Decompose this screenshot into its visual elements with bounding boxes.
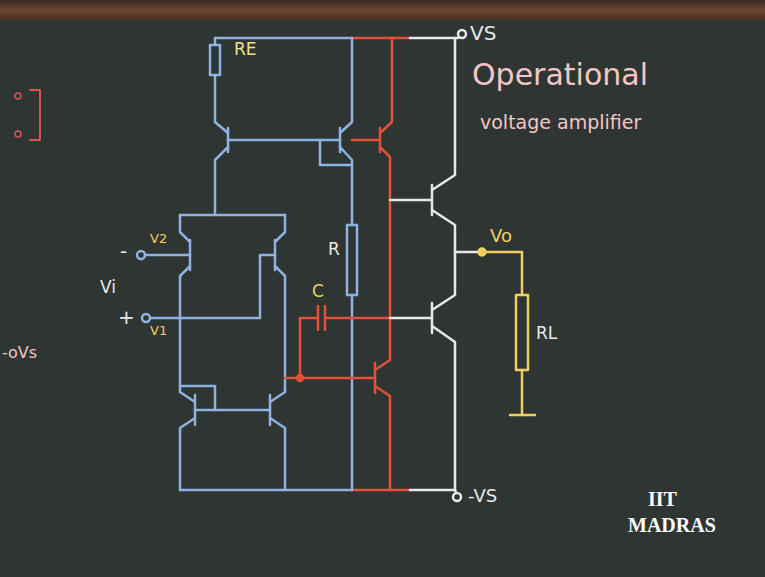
gain-stage <box>285 38 392 490</box>
bracket <box>30 90 40 140</box>
supply-rails <box>180 30 466 501</box>
signal-label: -oVs <box>2 344 37 362</box>
component-label: RE <box>234 40 257 59</box>
watermark: MADRAS <box>628 514 716 536</box>
signal-label: V1 <box>150 324 167 338</box>
output-stage <box>390 38 480 490</box>
supply-label: -VS <box>468 486 497 506</box>
node-dot <box>15 131 21 137</box>
chalk-tray <box>0 0 765 20</box>
polarity-sign: - <box>120 240 127 262</box>
component-label: R <box>328 240 340 259</box>
node-dot <box>15 93 21 99</box>
load-resistor <box>479 249 536 416</box>
signal-label: Vo <box>490 226 512 246</box>
component-label: RL <box>536 324 557 343</box>
watermark: IIT <box>648 488 677 510</box>
component-label: C <box>312 282 324 301</box>
signal-label: Vi <box>100 278 116 297</box>
polarity-sign: + <box>118 306 135 328</box>
signal-label: V2 <box>150 232 167 246</box>
title-text: Operational <box>472 58 648 91</box>
input-stage <box>137 38 357 490</box>
supply-label: VS <box>470 22 496 44</box>
title-text: voltage amplifier <box>480 112 641 133</box>
